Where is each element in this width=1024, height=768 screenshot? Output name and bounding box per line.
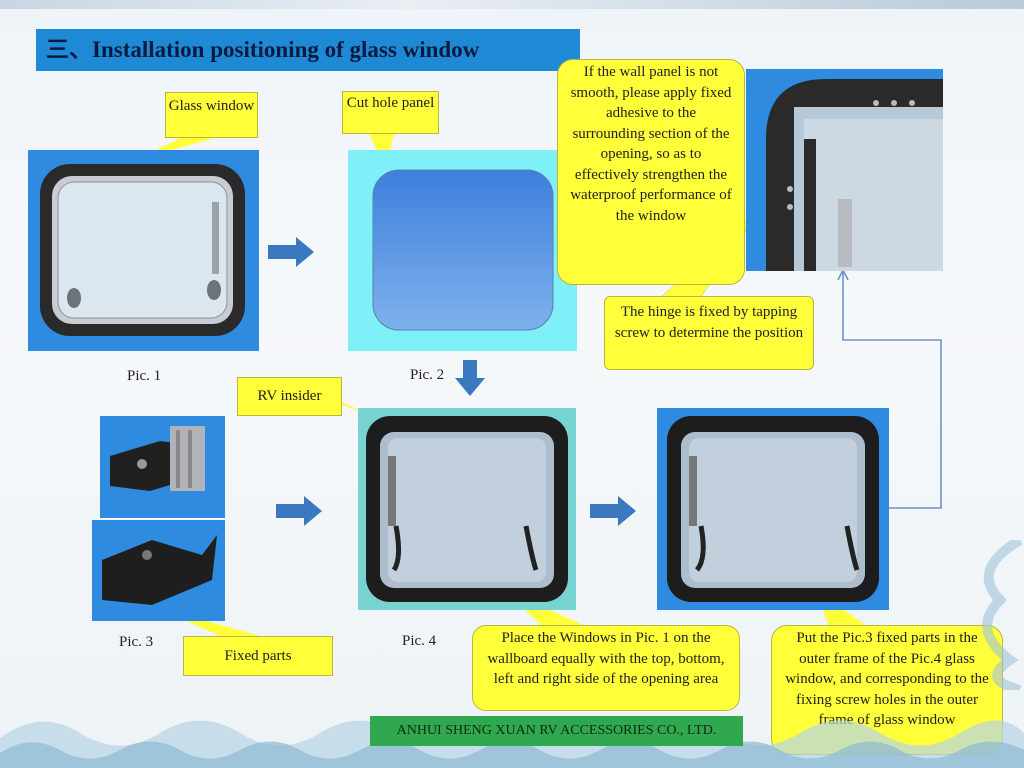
rv-insider-callout: RV insider [237, 377, 342, 416]
pic3-label: Pic. 3 [119, 634, 154, 650]
glass-window-callout: Glass window [165, 92, 258, 138]
pic1-glass-window-image [28, 150, 259, 351]
pic2-label: Pic. 2 [410, 367, 445, 383]
assembled-window-image [657, 408, 889, 610]
arrow-right-icon [590, 496, 636, 526]
place-windows-callout: Place the Windows in Pic. 1 on the wallb… [472, 625, 740, 711]
cut-hole-panel-callout: Cut hole panel [342, 91, 439, 134]
hinge-detail-image [746, 69, 943, 271]
adhesive-note-callout: If the wall panel is not smooth, please … [557, 59, 745, 285]
pic3-fixed-part-top-image [100, 416, 225, 518]
page-title: 三、Installation positioning of glass wind… [36, 29, 580, 71]
company-name-banner: ANHUI SHENG XUAN RV ACCESSORIES CO., LTD… [370, 716, 743, 746]
pic2-cut-hole-panel-image [348, 150, 577, 351]
pic4-rv-window-image [358, 408, 576, 610]
cut-hole-callout-tail [368, 131, 395, 168]
top-border [0, 0, 1024, 9]
arrow-right-icon [276, 496, 322, 526]
arrow-right-icon [268, 237, 314, 267]
flow-connector-line [842, 272, 942, 509]
pic1-label: Pic. 1 [127, 368, 162, 384]
pic4-label: Pic. 4 [402, 633, 437, 649]
dragon-decoration [982, 540, 1023, 690]
fixed-parts-callout: Fixed parts [183, 636, 333, 676]
arrow-down-icon [455, 360, 485, 396]
hinge-note-callout: The hinge is fixed by tapping screw to d… [604, 296, 814, 370]
pic3-fixed-part-bottom-image [92, 520, 225, 621]
